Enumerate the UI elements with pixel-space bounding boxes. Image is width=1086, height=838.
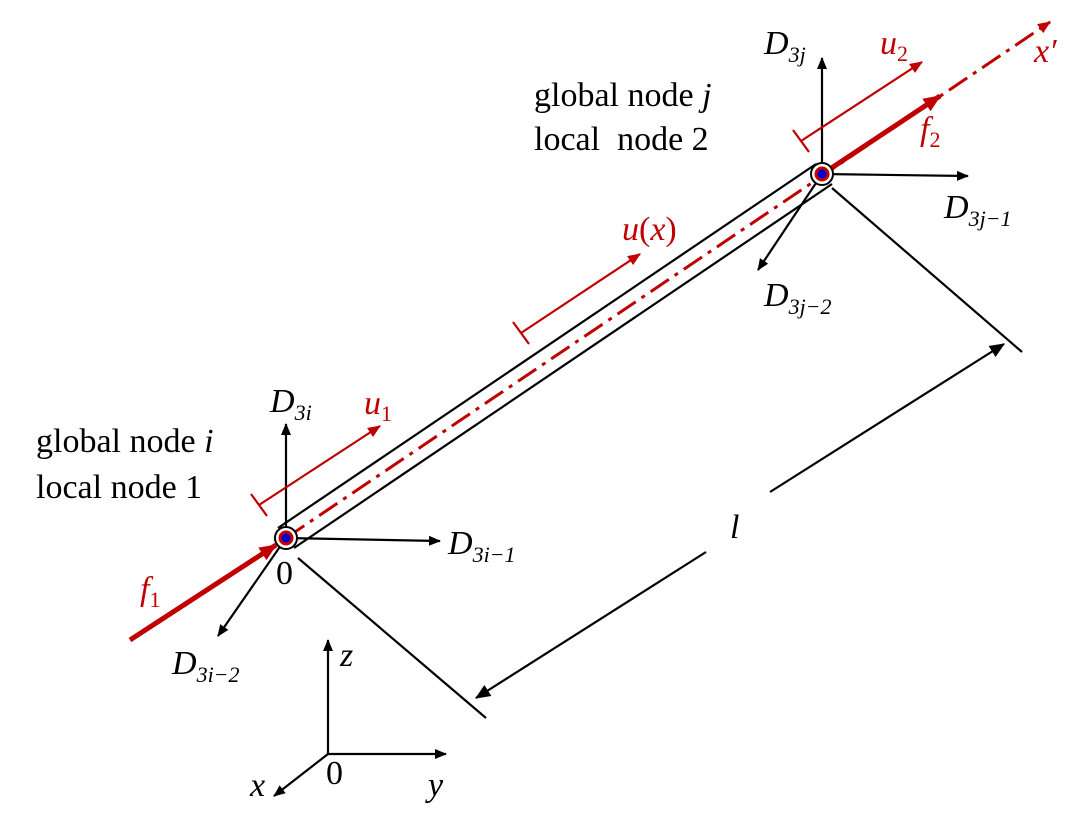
d3i-2-label: D3i−2	[171, 645, 240, 687]
node-i-origin-label: 0	[276, 555, 293, 592]
node-j-local-label: local node 2	[534, 121, 709, 158]
global-origin-label: 0	[326, 755, 343, 792]
node-i-dofs	[217, 423, 441, 637]
f1-label: f1	[140, 571, 160, 612]
d3i-1-arrow	[285, 535, 441, 546]
dimension-arrow-right	[769, 343, 1005, 493]
u2-arrow	[800, 61, 923, 142]
dimension-arrow-left	[475, 551, 707, 699]
global-axes	[273, 639, 447, 797]
d3j-1-arrow	[821, 170, 969, 181]
f2-label: f2	[920, 111, 940, 152]
ux-label: u(x)	[622, 211, 677, 248]
length-label: l	[730, 509, 739, 546]
u1-arrow	[258, 425, 381, 506]
node-j-marker	[810, 162, 834, 186]
u1-label: u1	[364, 385, 392, 426]
length-dimension	[297, 187, 1023, 719]
f1-arrow	[128, 542, 278, 643]
force-arrows	[128, 93, 942, 643]
bar-edge-lower	[293, 183, 833, 549]
displacement-arrows	[250, 61, 923, 517]
f2-arrow	[828, 93, 942, 172]
d3i-1-label: D3i−1	[447, 525, 516, 567]
node-i-global-label: global node i	[36, 423, 214, 460]
global-y-label: y	[425, 767, 444, 804]
bar-edge-upper	[277, 163, 817, 529]
node-j-global-label: global node j	[534, 77, 712, 114]
local-axis-label: x′	[1033, 33, 1057, 70]
d3j-2-label: D3j−2	[763, 277, 832, 319]
extension-line-left	[297, 557, 487, 719]
global-z-label: z	[339, 637, 353, 674]
global-x-arrow	[273, 753, 329, 797]
extension-line-right	[831, 187, 1023, 353]
ux-arrow	[520, 253, 641, 334]
u2-label: u2	[880, 25, 908, 66]
bar-element	[277, 163, 833, 549]
d3j-label: D3j	[763, 25, 806, 67]
node-j-dofs	[757, 57, 969, 271]
node-i-marker	[274, 526, 298, 550]
d3j-1-label: D3j−1	[943, 189, 1012, 231]
node-i-local-label: local node 1	[36, 469, 202, 506]
d3i-label: D3i	[269, 383, 312, 425]
d3j-2-arrow	[757, 173, 823, 271]
global-x-label: x	[249, 767, 265, 804]
